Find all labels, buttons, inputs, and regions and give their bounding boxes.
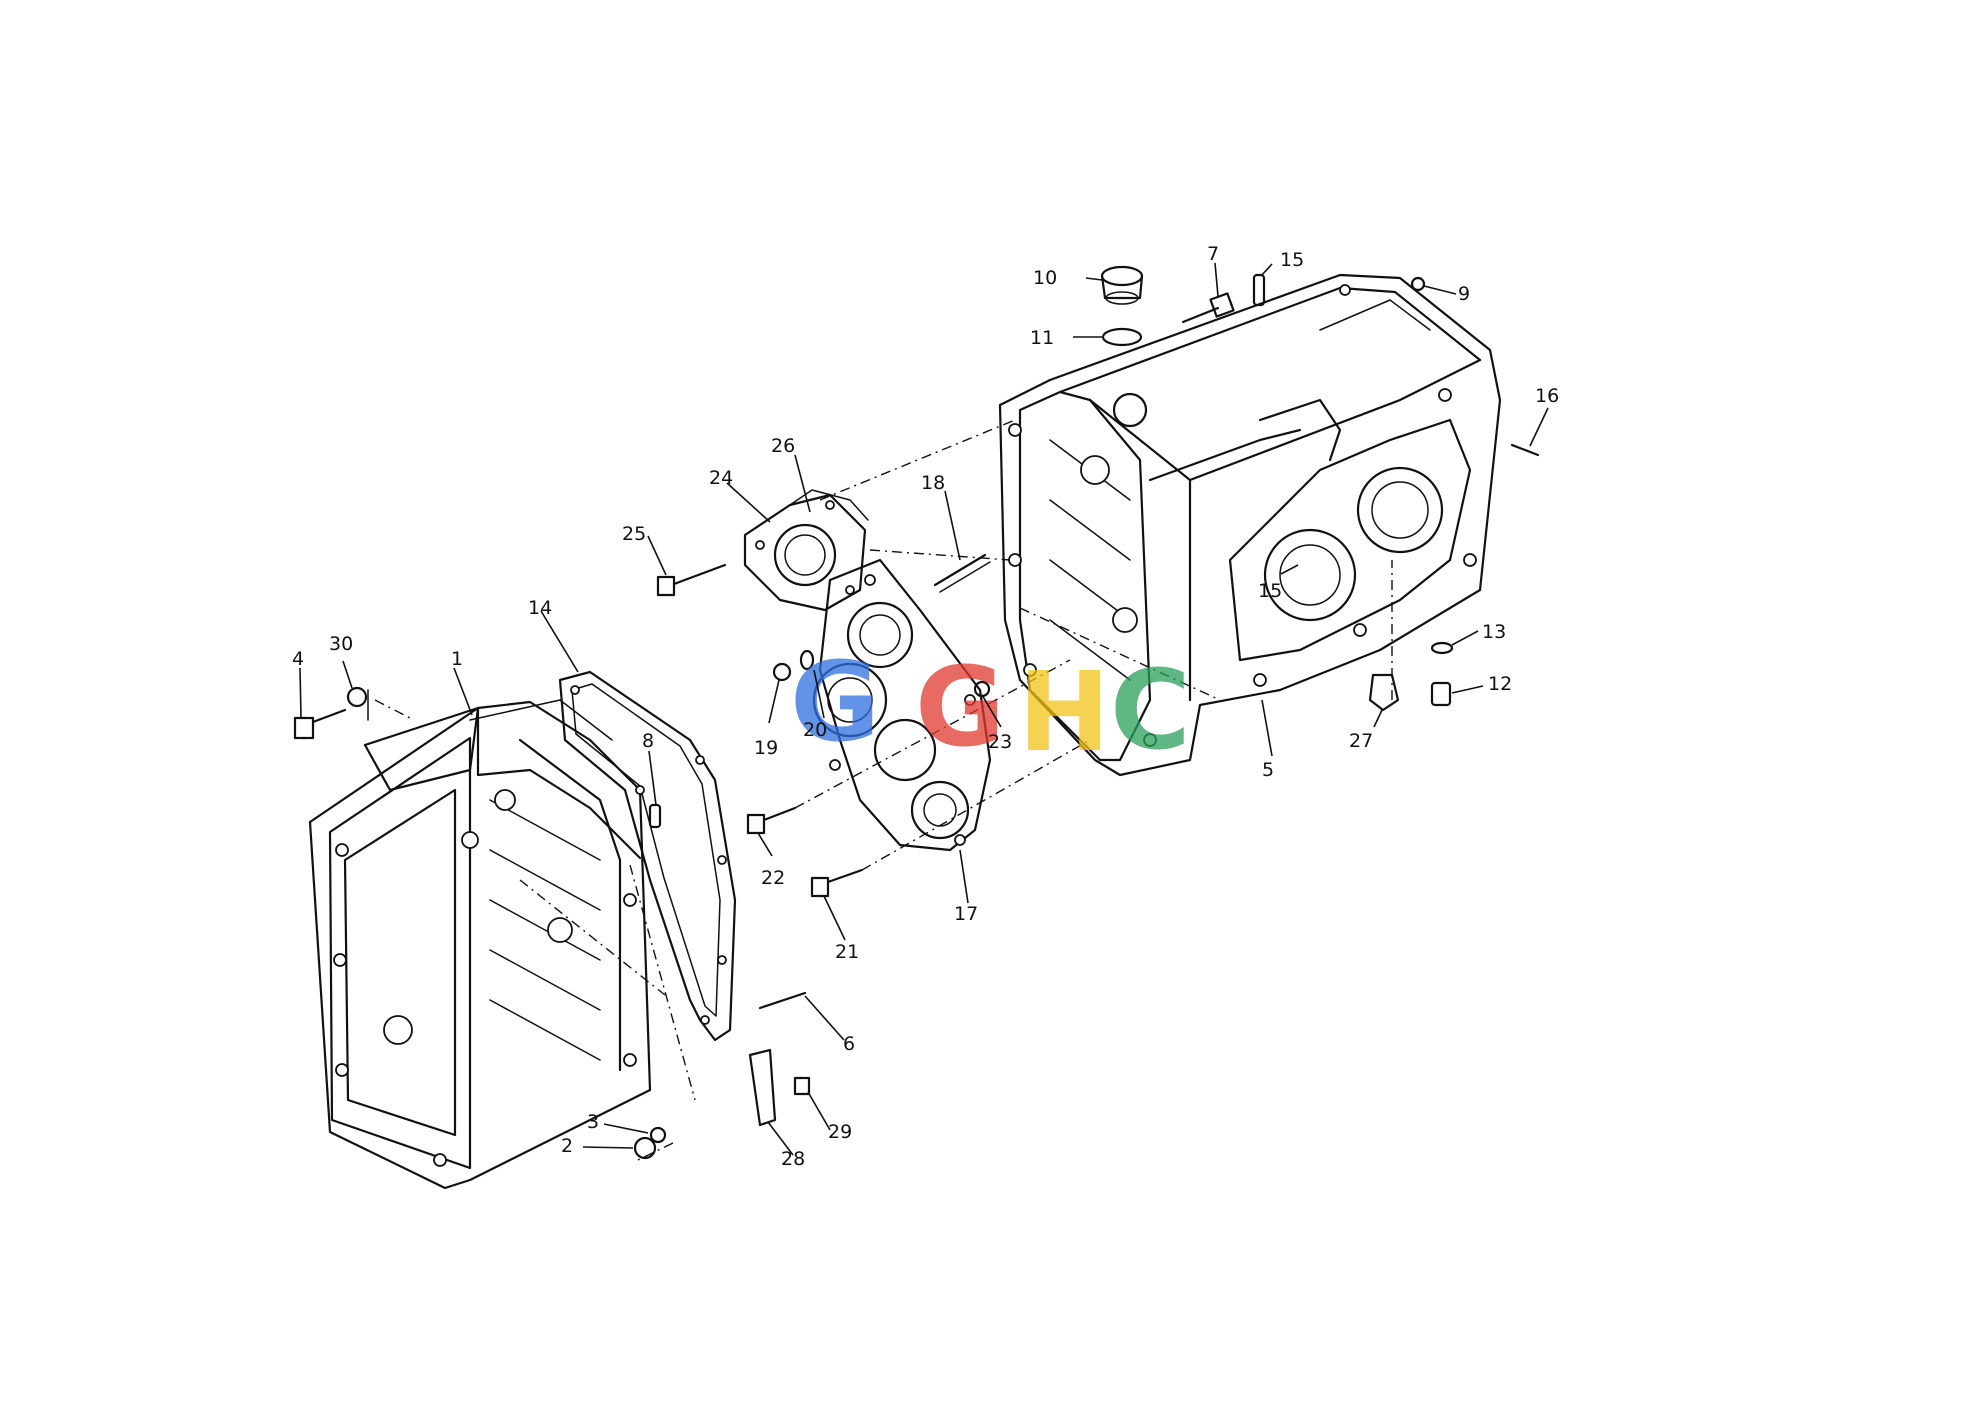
- callout-label: 13: [1482, 621, 1506, 643]
- callout-label: 4: [292, 648, 304, 670]
- intermediate-plate: [812, 558, 992, 852]
- front-housing: [308, 699, 652, 1190]
- bolt-7: [1181, 292, 1235, 324]
- watermark: G G H C: [790, 638, 1191, 776]
- callout-label: 25: [622, 523, 646, 545]
- watermark-letter: G: [915, 643, 1005, 771]
- bolt-21: [810, 868, 864, 898]
- stud-6: [758, 991, 807, 1010]
- lifting-plate-28: [748, 1048, 777, 1127]
- callout-label: 19: [754, 737, 778, 759]
- callout-label: 28: [781, 1148, 805, 1170]
- pin-9: [1410, 276, 1426, 292]
- watermark-letter: G: [790, 638, 880, 766]
- stud-16: [1510, 443, 1540, 457]
- callout-label: 18: [921, 472, 945, 494]
- bolt-29: [793, 1076, 811, 1096]
- callout-label: 16: [1535, 385, 1559, 407]
- callout-label: 8: [642, 730, 654, 752]
- nut-19: [772, 662, 792, 682]
- callout-label: 27: [1349, 730, 1373, 752]
- callout-label: 15: [1280, 249, 1304, 271]
- watermark-letter: C: [1110, 646, 1191, 774]
- callout-label: 17: [954, 903, 978, 925]
- o-ring: [1101, 327, 1143, 347]
- callout-label: 20: [803, 719, 827, 741]
- callout-label: 21: [835, 941, 859, 963]
- callout-label: 3: [587, 1111, 599, 1133]
- callout-label: 24: [709, 467, 733, 489]
- bolt-22: [746, 806, 797, 835]
- filler-plug: [1100, 265, 1144, 305]
- washer-20: [799, 649, 815, 671]
- pin-15-top: [1252, 273, 1266, 307]
- housing-gasket: [558, 670, 737, 1042]
- bolt-25: [656, 563, 727, 597]
- callout-label: 7: [1207, 243, 1219, 265]
- drain-plug-12: [1430, 681, 1452, 707]
- alignment-lines: [374, 419, 1393, 1161]
- callout-label: 2: [561, 1135, 573, 1157]
- washer-3: [649, 1126, 667, 1144]
- plug-27: [1368, 673, 1400, 712]
- rear-housing: [998, 273, 1502, 777]
- callout-labels: 1 2 3 4 5 6 7 8 9 10 11 12 13 14 15 15 1…: [292, 243, 1559, 1170]
- callout-label: 14: [528, 597, 552, 619]
- dowel-8: [648, 803, 662, 829]
- washer-30: [346, 686, 369, 721]
- shaft-18: [933, 553, 991, 593]
- callout-label: 15: [1258, 580, 1282, 602]
- nut-2: [633, 1136, 657, 1160]
- callout-label: 11: [1030, 327, 1054, 349]
- washer-13: [1430, 641, 1454, 655]
- callout-label: 5: [1262, 759, 1274, 781]
- callout-label: 6: [843, 1033, 855, 1055]
- callout-label: 1: [451, 648, 463, 670]
- callout-label: 26: [771, 435, 795, 457]
- callout-label: 29: [828, 1121, 852, 1143]
- callout-label: 12: [1488, 673, 1512, 695]
- bearing-cover: [743, 489, 869, 612]
- callout-label: 10: [1033, 267, 1057, 289]
- callout-label: 30: [329, 633, 353, 655]
- bolt-4: [293, 708, 347, 740]
- callout-label: 22: [761, 867, 785, 889]
- watermark-letter: H: [1018, 648, 1110, 776]
- leader-lines: [299, 262, 1549, 1156]
- callout-label: 23: [988, 731, 1012, 753]
- callout-label: 9: [1458, 283, 1470, 305]
